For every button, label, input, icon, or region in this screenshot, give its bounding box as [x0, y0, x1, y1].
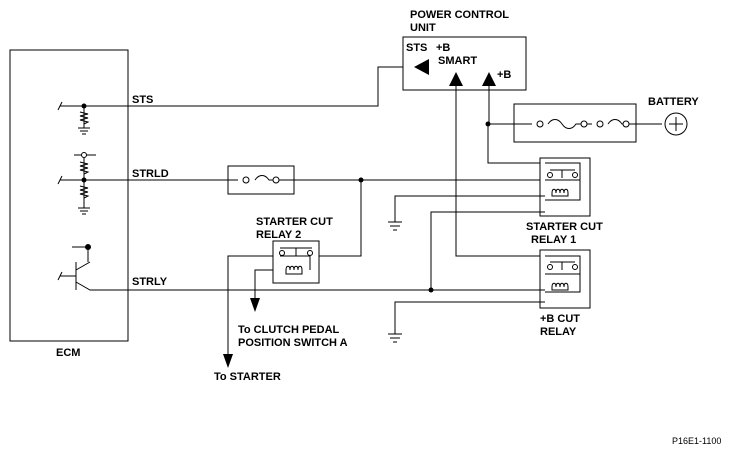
clutch-switch-label-line2: POSITION SWITCH A: [238, 337, 348, 349]
power-control-unit: POWER CONTROL UNIT STS +B SMART +B: [402, 9, 527, 91]
starter-cut-relay-2: STARTER CUT RELAY 2: [256, 216, 333, 284]
strld-signal-label: STRLD: [132, 168, 169, 180]
figure-code: P16E1-1100: [672, 436, 721, 446]
b-cut-relay-label-line2: RELAY: [540, 326, 577, 338]
sts-signal-label: STS: [132, 94, 153, 106]
strly-signal-label: STRLY: [132, 276, 168, 288]
ecm-label: ECM: [56, 347, 80, 359]
pcu-sts-arrow: [414, 59, 429, 75]
pcu-smart-label: SMART: [438, 55, 477, 67]
battery-fuse-block: [485, 103, 662, 143]
sts-wire: [128, 66, 412, 107]
battery-symbol: BATTERY: [648, 96, 699, 136]
starter-cut-relay-2-label-line1: STARTER CUT: [256, 216, 333, 228]
b-cut-relay-label-line1: +B CUT: [540, 313, 580, 325]
starter-cut-relay-2-box: [272, 240, 320, 284]
ecm-strld-internal: [60, 158, 128, 208]
starter-cut-relay-1: STARTER CUT RELAY 1: [526, 157, 603, 246]
pcu-title-line1: POWER CONTROL: [410, 9, 509, 21]
ecm-block: ECM: [9, 49, 129, 359]
to-starter-label: To STARTER: [214, 371, 281, 383]
b-cut-relay: +B CUT RELAY: [539, 249, 591, 338]
clutch-switch-label-line1: To CLUTCH PEDAL: [238, 324, 340, 336]
starter-cut-relay-2-label-line2: RELAY 2: [256, 229, 301, 241]
pcu-b-right-label: +B: [497, 69, 511, 81]
starter-cut-relay-1-label-line1: STARTER CUT: [526, 221, 603, 233]
pcu-smart-arrow: [449, 72, 463, 86]
starter-cut-relay-1-box: [539, 157, 591, 217]
battery-label: BATTERY: [648, 96, 699, 108]
starter-cut-relay-1-label-line2: RELAY 1: [531, 234, 576, 246]
pcu-b-label: +B: [436, 42, 450, 54]
battery-fuse-box: [513, 103, 637, 143]
ecm-box: [9, 49, 129, 342]
strld-wire: [128, 175, 545, 181]
pcu-b-arrow: [482, 72, 496, 86]
pcu-sts-label: STS: [406, 42, 427, 54]
pcu-title-line2: UNIT: [410, 22, 436, 34]
b-cut-relay-box: [539, 249, 591, 309]
